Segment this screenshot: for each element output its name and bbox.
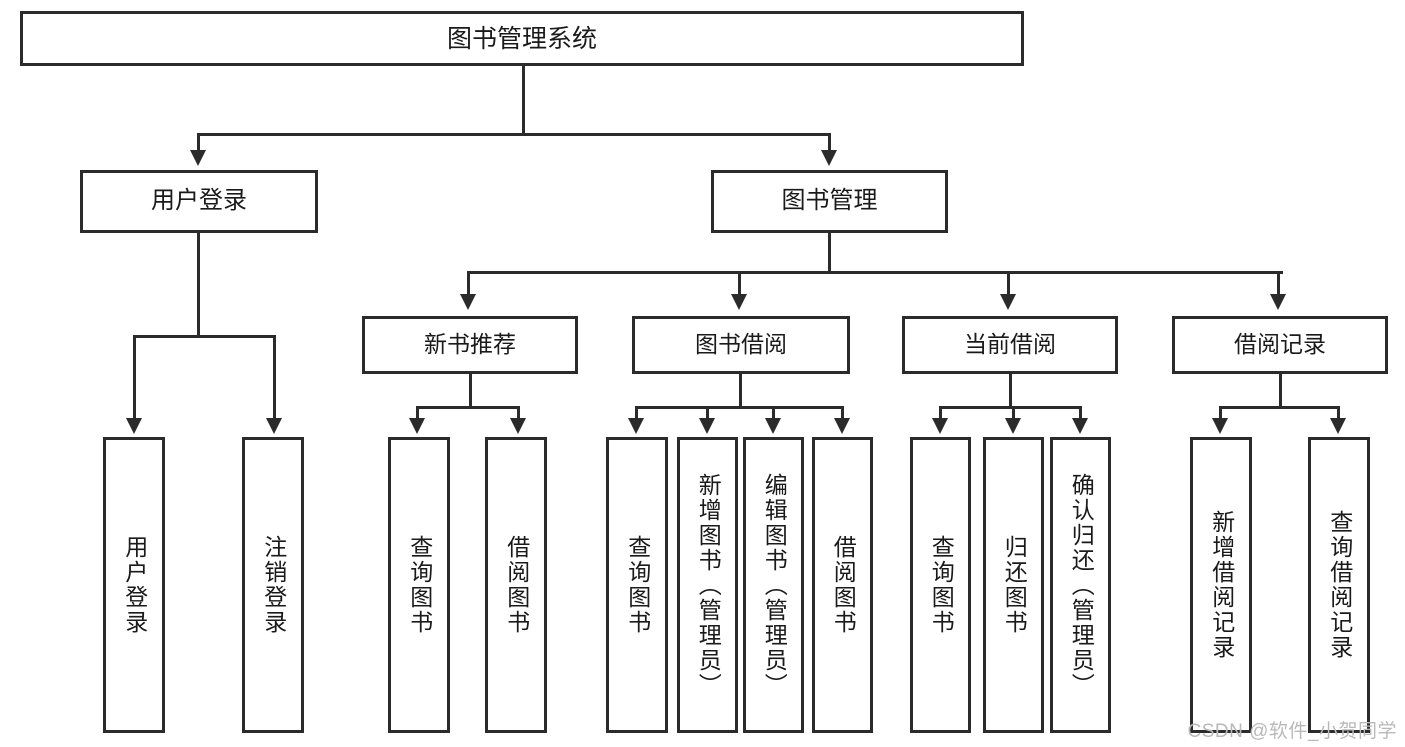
connector-history-bus [1219,406,1338,409]
connector-current-stem [1009,374,1012,408]
connector-current-leaf2 [1012,406,1015,420]
connector-rec-bus [416,406,520,409]
connector-history-leaf2 [1337,406,1340,420]
leaf-logout-label: 注销登录 [260,535,287,635]
leaf-current-return-book-label: 归还图书 [1001,535,1028,635]
leaf-current-confirm-return-label: 确认归还（管理员） [1068,472,1095,698]
arrowhead-borrow-borrow-book [834,418,850,434]
node-current-borrow-label: 当前借阅 [964,331,1056,358]
connector-rec-leaf1 [416,406,419,420]
connector-history-leaf1 [1219,406,1222,420]
connector-login-leaf1 [133,335,136,420]
connector-book-stem [828,233,831,273]
node-book-management[interactable]: 图书管理 [711,170,948,233]
connector-rec-stem [469,374,472,408]
connector-book-to-rec [467,271,470,296]
connector-current-leaf1 [939,406,942,420]
connector-login-stem [197,233,200,335]
node-book-borrow[interactable]: 图书借阅 [632,316,850,374]
arrowhead-leaf-logout [266,418,282,434]
node-borrow-history[interactable]: 借阅记录 [1172,316,1388,374]
node-root[interactable]: 图书管理系统 [20,11,1024,66]
leaf-user-login[interactable]: 用户登录 [103,437,165,733]
node-book-management-label: 图书管理 [781,187,878,215]
arrowhead-history-query-record [1330,418,1346,434]
leaf-history-query-record-label: 查询借阅记录 [1326,510,1353,660]
connector-borrow-leaf2 [706,406,709,420]
connector-root-to-book [828,133,831,153]
watermark: CSDN @软件_小贺同学 [1187,721,1397,742]
leaf-borrow-query-book-label: 查询图书 [624,535,651,635]
arrowhead-rec-query-book [409,418,425,434]
leaf-borrow-add-book-label: 新增图书（管理员） [695,472,722,698]
leaf-rec-query-book-label: 查询图书 [406,535,433,635]
arrowhead-borrow-query-book [628,418,644,434]
leaf-history-query-record[interactable]: 查询借阅记录 [1308,437,1370,733]
arrowhead-current-borrow [1000,294,1016,310]
arrowhead-current-query-book [932,418,948,434]
connector-root-to-login [197,133,200,153]
arrowhead-book [821,150,837,166]
leaf-borrow-query-book[interactable]: 查询图书 [606,437,668,733]
connector-root-bus [197,133,831,136]
connector-borrow-leaf3 [772,406,775,420]
connector-current-leaf3 [1079,406,1082,420]
connector-login-leaf2 [273,335,276,420]
connector-book-to-borrow [738,271,741,296]
arrowhead-login [190,150,206,166]
connector-login-bus [133,335,276,338]
connector-book-bus [467,271,1283,274]
arrowhead-borrow-add-book [699,418,715,434]
arrowhead-current-return-book [1005,418,1021,434]
node-user-login-label: 用户登录 [151,187,247,215]
connector-book-to-current [1007,271,1010,296]
connector-current-bus [939,406,1082,409]
leaf-borrow-edit-book[interactable]: 编辑图书（管理员） [743,437,804,733]
node-user-login[interactable]: 用户登录 [80,170,318,233]
node-borrow-history-label: 借阅记录 [1234,331,1326,358]
arrowhead-borrow-edit-book [765,418,781,434]
arrowhead-leaf-user-login [126,418,142,434]
leaf-history-add-record[interactable]: 新增借阅记录 [1190,437,1252,733]
leaf-borrow-edit-book-label: 编辑图书（管理员） [761,472,788,698]
arrowhead-borrow-history [1270,294,1286,310]
leaf-borrow-add-book[interactable]: 新增图书（管理员） [677,437,738,733]
node-new-book-recommend-label: 新书推荐 [424,331,516,358]
node-current-borrow[interactable]: 当前借阅 [902,316,1118,374]
arrowhead-current-confirm-return [1072,418,1088,434]
arrowhead-rec-borrow-book [510,418,526,434]
leaf-borrow-borrow-book[interactable]: 借阅图书 [812,437,873,733]
connector-book-to-history [1277,271,1280,296]
node-book-borrow-label: 图书借阅 [695,331,787,358]
leaf-rec-borrow-book-label: 借阅图书 [503,535,530,635]
leaf-current-return-book[interactable]: 归还图书 [983,437,1044,733]
connector-borrow-stem [739,374,742,408]
connector-borrow-leaf4 [841,406,844,420]
leaf-logout[interactable]: 注销登录 [242,437,304,733]
connector-borrow-bus [635,406,843,409]
connector-root-stem [522,66,525,133]
leaf-rec-query-book[interactable]: 查询图书 [388,437,450,733]
leaf-rec-borrow-book[interactable]: 借阅图书 [485,437,547,733]
connector-history-stem [1279,374,1282,408]
leaf-history-add-record-label: 新增借阅记录 [1208,510,1235,660]
leaf-current-query-book-label: 查询图书 [928,535,955,635]
connector-borrow-leaf1 [635,406,638,420]
arrowhead-history-add-record [1212,418,1228,434]
leaf-user-login-label: 用户登录 [121,535,148,635]
connector-rec-leaf2 [517,406,520,420]
arrowhead-new-book-rec [460,294,476,310]
node-root-label: 图书管理系统 [446,24,597,53]
leaf-current-query-book[interactable]: 查询图书 [910,437,971,733]
leaf-current-confirm-return[interactable]: 确认归还（管理员） [1050,437,1111,733]
leaf-borrow-borrow-book-label: 借阅图书 [830,535,857,635]
arrowhead-book-borrow [731,294,747,310]
node-new-book-recommend[interactable]: 新书推荐 [362,316,578,374]
